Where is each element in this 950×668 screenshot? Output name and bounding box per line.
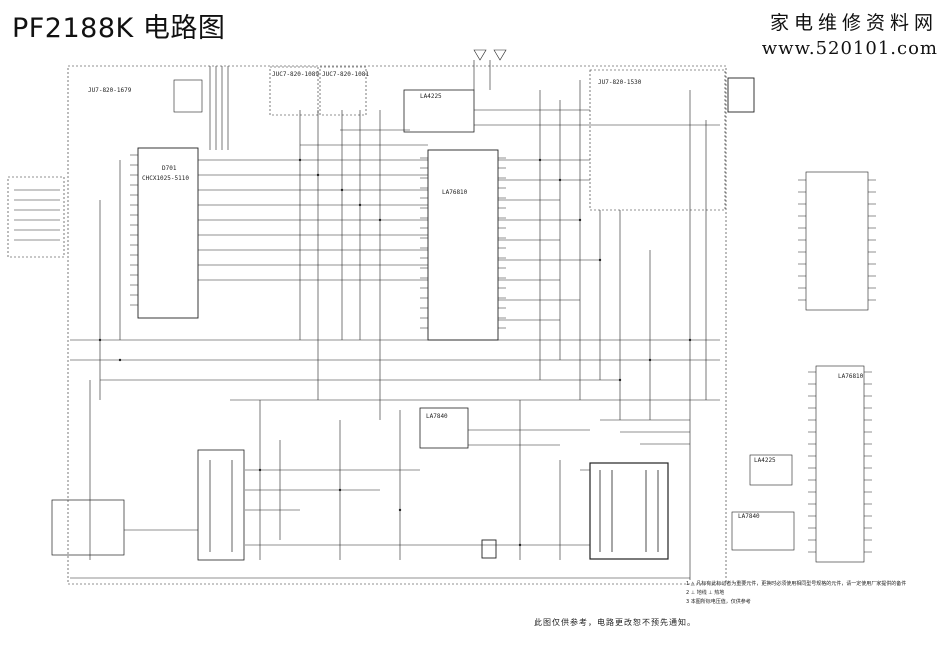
cpu-chip (137, 147, 199, 319)
notes: 1 △ 凡标有此标记者为重要元件，更换时必须使用相同型号规格的元件，请一定使用厂… (686, 580, 906, 607)
board-b3-label: JU7-820-1530 (598, 79, 642, 86)
page-title: PF2188K 电路图 (12, 13, 226, 44)
jungle-chip (427, 149, 499, 341)
note-2: 2 ⊥ 地线 ⊥ 热地 (686, 590, 725, 596)
main-board-outline (67, 65, 727, 585)
note-1: 1 △ 凡标有此标记者为重要元件，更换时必须使用相同型号规格的元件，请一定使用厂… (686, 581, 907, 587)
small-ic2-label: LA7840 (738, 513, 760, 520)
regulator-block (481, 539, 497, 559)
memory-chip (173, 79, 203, 113)
pinout-ic-3 (749, 454, 793, 486)
tuner-block (727, 77, 755, 113)
pinout-ic-2 (815, 365, 865, 563)
board-b1-label: JUC7-820-1089 (272, 71, 319, 78)
board-b1-outline (269, 66, 319, 116)
board-b2-label: JUC7-820-1081 (322, 71, 369, 78)
cpu-ref-label: D701 (162, 165, 177, 172)
left-connector-board (7, 176, 65, 258)
jungle-label: LA76810 (442, 189, 468, 196)
board-b2-outline (319, 66, 367, 116)
cpu-label: CHCX1025-5110 (142, 175, 189, 182)
av-switch-chip (403, 89, 475, 133)
watermark-site-name: 家电维修资料网 (769, 12, 938, 34)
watermark-url: www.520101.com (761, 38, 938, 59)
detail-ic-label: LA76810 (838, 373, 864, 380)
note-3: 3 本图所标电压值，仅供参考 (686, 599, 751, 605)
pinout-ic-4 (731, 511, 795, 551)
footer-note: 此图仅供参考，电路更改恕不预先通知。 (534, 618, 696, 627)
board-main-label: JU7-820-1679 (88, 87, 132, 94)
audio-amp-label: LA7840 (426, 413, 448, 420)
audio-amp-chip (419, 407, 469, 449)
pinout-ic-1 (805, 171, 869, 311)
board-b3-outline (589, 69, 726, 211)
av-switch-label: LA4225 (420, 93, 442, 100)
power-module (197, 449, 245, 561)
watermark: 家电维修资料网 www.520101.com (762, 8, 938, 59)
fuse-block (51, 499, 125, 556)
small-ic-label: LA4225 (754, 457, 776, 464)
power-transformer (589, 462, 669, 560)
